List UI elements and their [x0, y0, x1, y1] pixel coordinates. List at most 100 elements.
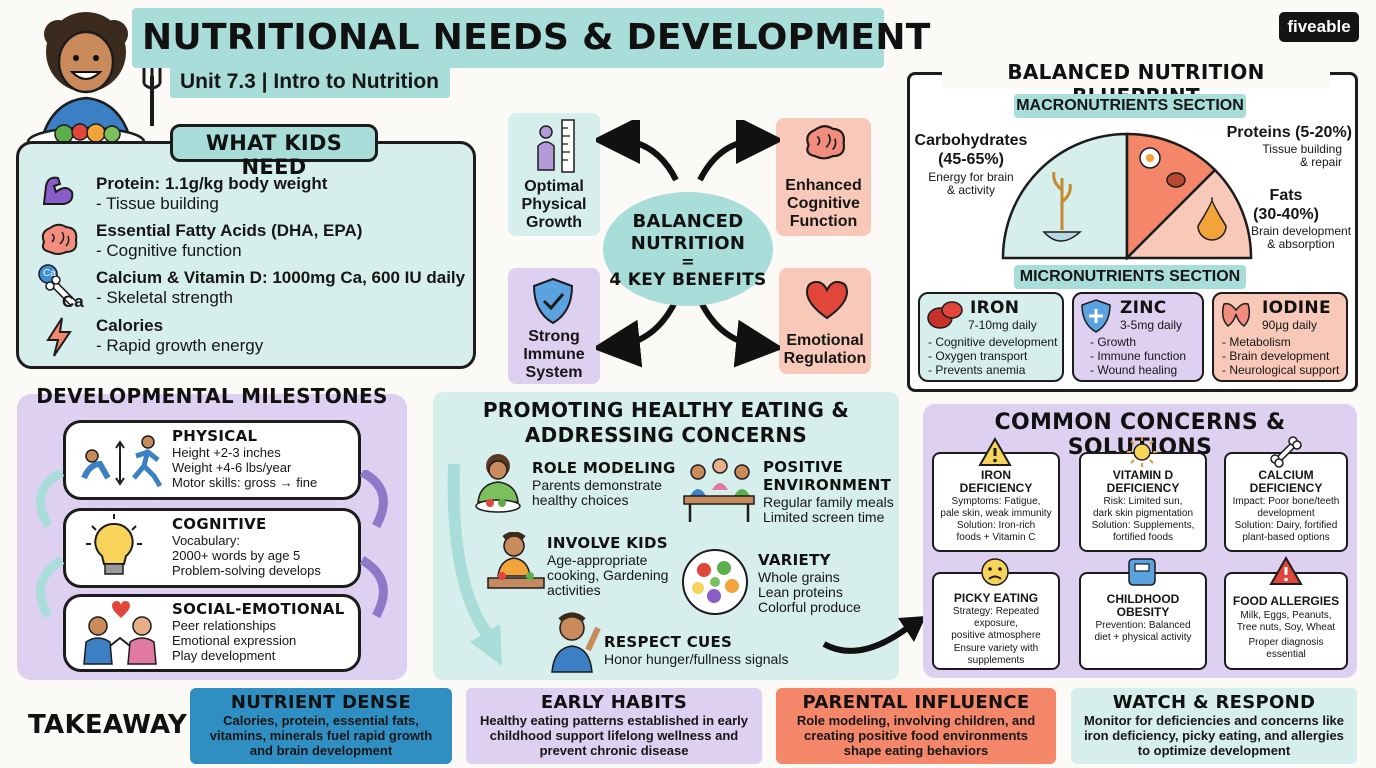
bone-tag-2: Ca [62, 292, 84, 311]
concern-vitd-title-2: DEFICIENCY [1106, 481, 1180, 495]
concern-iron-card [932, 452, 1060, 552]
micro-iodine-name: IODINE [1262, 298, 1331, 318]
concern-allergy-line-4: essential [1266, 649, 1306, 660]
promo-involve-line-3: activities [547, 582, 601, 598]
micro-zinc-dose: 3-5mg daily [1120, 318, 1183, 332]
produce-plate-icon [682, 549, 748, 615]
milestones-heading: DEVELOPMENTAL MILESTONES [36, 384, 388, 408]
micro-iodine-point-1: - Metabolism [1222, 335, 1291, 349]
concern-calcium-line-1: Impact: Poor bone/teeth [1232, 496, 1340, 507]
concern-picky-line-4: Ensure variety with [953, 643, 1039, 654]
brain-icon [806, 125, 846, 160]
takeaway-card-watch-text: Monitor for deficiencies and concerns li… [1083, 713, 1345, 758]
kids-need-item-2-title: Essential Fatty Acids (DHA, EPA) [96, 221, 363, 240]
benefit-cognitive-line-3: Function [789, 213, 858, 230]
bone-tag-1: Ca [43, 268, 56, 279]
micro-iron-point-1: - Cognitive development [928, 335, 1058, 349]
benefit-cognitive-line-2: Cognitive [787, 195, 860, 212]
warning-icon [978, 437, 1012, 466]
shield-icon [532, 277, 574, 325]
benefit-growth-line-2: Physical [521, 196, 587, 213]
promo-env-line-1: Regular family meals [763, 494, 894, 510]
takeaway-card-nutrient-title: NUTRIENT DENSE [230, 692, 412, 713]
kids-need-heading: WHAT KIDS NEED [205, 131, 343, 179]
concerns-link-arrow [822, 616, 926, 654]
promo-involve-line-1: Age-appropriate [547, 552, 648, 568]
promo-env-line-2: Limited screen time [763, 509, 885, 525]
concern-iron-line-4: foods + Vitamin C [956, 532, 1036, 543]
blood-cell-icon [927, 301, 963, 329]
milestone-social-line-1: Peer relationships [172, 618, 277, 633]
benefit-immune-line-2: Immune [523, 346, 585, 363]
concern-picky-title: PICKY EATING [953, 591, 1039, 605]
promo-variety-title: VARIETY [758, 551, 831, 569]
concern-iron-line-3: Solution: Iron-rich [956, 520, 1036, 531]
benefit-emotional-line-2: Regulation [783, 350, 867, 367]
concern-picky-card [932, 572, 1060, 670]
micro-zinc-point-2: - Immune function [1090, 349, 1187, 363]
milestone-social-line-2: Emotional expression [172, 633, 297, 648]
fats-range: (30-40%) [1253, 206, 1319, 223]
promo-role-line-2: healthy choices [532, 492, 629, 508]
takeaway-card-watch [1071, 688, 1357, 764]
sun-icon [1127, 437, 1157, 467]
concern-picky-line-5: supplements [967, 655, 1025, 666]
takeaway-card-nutrient [190, 688, 452, 764]
concern-calcium-title-1: CALCIUM [1258, 468, 1314, 482]
takeaway-card-habits [466, 688, 762, 764]
concern-allergy-line-3: Proper diagnosis [1248, 637, 1324, 648]
concern-calcium-line-4: plant-based options [1242, 532, 1330, 543]
frown-face-icon [981, 558, 1009, 586]
concern-obesity-line-1: Prevention: Balanced [1095, 620, 1191, 631]
promo-respect-title: RESPECT CUES [604, 633, 733, 651]
kids-heart-icon [83, 601, 157, 665]
promo-variety-line-2: Lean proteins [758, 584, 843, 600]
takeaway-label: TAKEAWAY [28, 710, 188, 740]
blueprint-heading-bg [942, 58, 1330, 88]
concern-picky-line-3: positive atmosphere [951, 630, 1041, 641]
takeaway-card-watch-title: WATCH & RESPOND [1112, 692, 1316, 713]
milestone-social-title: SOCIAL-EMOTIONAL [172, 600, 345, 618]
promo-variety-line-3: Colorful produce [758, 599, 861, 615]
takeaway-card-parental-text: Role modeling, involving children, and c… [796, 713, 1036, 758]
proteins-desc-2: & repair [1299, 155, 1342, 169]
micro-heading: MICRONUTRIENTS SECTION [1019, 268, 1241, 285]
page-subtitle-banner [170, 66, 450, 98]
benefits-center-line-4: 4 KEY BENEFITS [609, 270, 767, 290]
benefit-cognitive-line-1: Enhanced [785, 177, 862, 194]
promoting-heading-1: PROMOTING HEALTHY EATING & [482, 398, 850, 422]
proteins-desc-1: Tissue building [1262, 142, 1342, 156]
macro-heading: MACRONUTRIENTS SECTION [1016, 97, 1244, 114]
concern-allergy-line-2: Tree nuts, Soy, Wheat [1236, 622, 1336, 633]
heart-icon [805, 280, 849, 320]
micro-iodine-point-3: - Neurological support [1222, 363, 1340, 377]
kids-need-panel [16, 141, 476, 369]
lightning-icon [46, 317, 72, 357]
micro-zinc-name: ZINC [1120, 298, 1167, 318]
parent-icon [475, 454, 521, 513]
proteins-title: Proteins (5-20%) [1226, 124, 1352, 141]
kids-need-item-3-detail: - Skeletal strength [96, 288, 234, 307]
benefit-growth-line-1: Optimal [524, 178, 584, 195]
concern-calcium-line-2: development [1257, 508, 1315, 519]
milestone-physical-card [63, 420, 361, 500]
concern-vitd-line-3: Solution: Supplements, [1091, 520, 1195, 531]
cooking-kid-icon [487, 532, 545, 589]
concern-calcium-title-2: DEFICIENCY [1249, 481, 1323, 495]
concern-iron-line-1: Symptoms: Fatigue, [951, 496, 1041, 507]
fats-title: Fats [1269, 187, 1303, 204]
concern-obesity-title-1: CHILDHOOD [1106, 592, 1180, 606]
scale-icon [1128, 558, 1156, 586]
crawl-run-icon [81, 435, 163, 488]
fats-desc-1: Brain development [1250, 224, 1352, 238]
brain-icon [41, 223, 78, 255]
carbs-desc-2: & activity [946, 183, 995, 197]
benefit-growth-card [508, 113, 600, 236]
promo-involve-line-2: cooking, Gardening [547, 567, 669, 583]
concern-allergy-line-1: Milk, Eggs, Peanuts, [1240, 610, 1332, 621]
promo-role-title: ROLE MODELING [532, 459, 676, 477]
brand-logo-text: fiveable [1287, 17, 1351, 36]
takeaway-card-habits-text: Healthy eating patterns established in e… [479, 713, 749, 758]
promo-env-title: POSITIVE [763, 458, 844, 476]
promo-involve-title: INVOLVE KIDS [547, 534, 668, 552]
